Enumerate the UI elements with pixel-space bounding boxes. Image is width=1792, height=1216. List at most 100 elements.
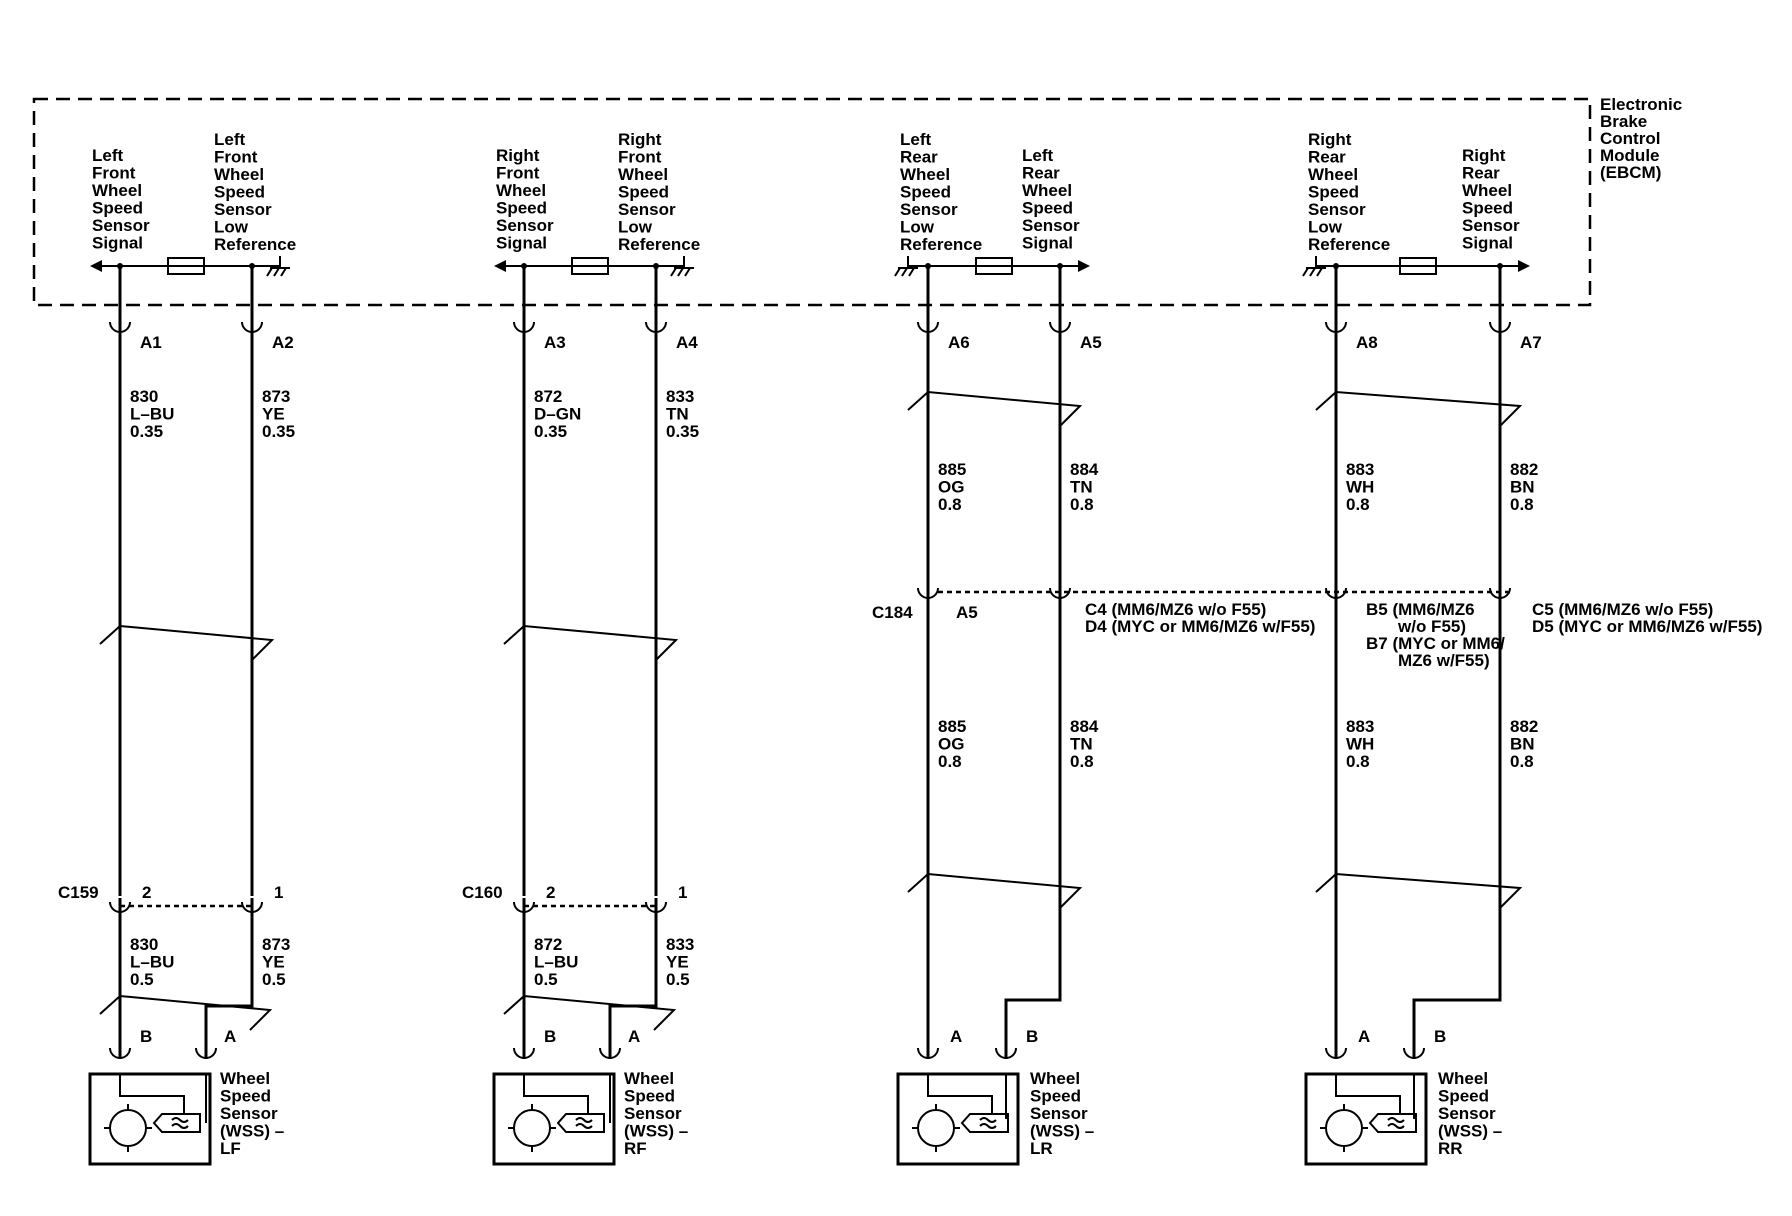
arrow-icon	[1518, 260, 1530, 272]
sensor-coil-icon	[171, 1117, 189, 1129]
c184-pin-2: C4 (MM6/MZ6 w/o F55) D4 (MYC or MM6/MZ6 …	[1085, 600, 1315, 636]
ground-hatch	[1316, 267, 1323, 277]
connector-name: C160	[462, 883, 503, 902]
sensor-pin-label: A	[950, 1027, 962, 1046]
break-symbol	[1315, 872, 1523, 909]
ground-hatch	[1302, 267, 1309, 277]
pin-label: A6	[948, 333, 970, 352]
pin-label: A5	[1080, 333, 1102, 352]
c184-pin-1: A5	[956, 603, 978, 622]
pin-label: A3	[544, 333, 566, 352]
sensor-pickup-icon	[556, 1113, 605, 1133]
ground-hatch	[908, 267, 915, 277]
ebcm-label: Electronic Brake Control Module (EBCM)	[1600, 95, 1687, 182]
break-symbol	[503, 994, 677, 1031]
resistor-icon	[975, 257, 1013, 275]
break-symbol	[907, 872, 1083, 909]
sensor-pin-label: A	[224, 1027, 236, 1046]
sensor-pin-label: B	[1026, 1027, 1038, 1046]
c184-pin-3: B5 (MM6/MZ6 w/o F55) B7 (MYC or MM6/ MZ6…	[1366, 600, 1510, 670]
wire	[204, 913, 254, 1044]
sensor-tone-ring-icon	[109, 1109, 147, 1147]
sensor-body	[88, 1072, 212, 1166]
wire	[1412, 599, 1502, 1044]
connector-pin-label: 2	[142, 883, 151, 902]
sensor-coil-icon	[979, 1117, 997, 1129]
sensor-tone-ring-icon	[917, 1109, 955, 1147]
c184-pin-4: C5 (MM6/MZ6 w/o F55) D5 (MYC or MM6/MZ6 …	[1532, 600, 1762, 636]
c184-name: C184	[872, 603, 913, 622]
ground-hatch	[677, 267, 684, 277]
sensor-body	[1304, 1072, 1428, 1166]
arrow-icon	[494, 260, 506, 272]
ground-hatch	[901, 267, 908, 277]
pin-label: A4	[676, 333, 698, 352]
arrow-icon	[90, 260, 102, 272]
sensor-lead	[119, 1074, 185, 1114]
wire	[608, 913, 658, 1044]
sensor-body	[492, 1072, 616, 1166]
sensor-body	[896, 1072, 1020, 1166]
sensor-coil-icon	[575, 1117, 593, 1129]
ground-hatch	[280, 267, 287, 277]
sensor-pin-label: B	[1434, 1027, 1446, 1046]
sensor-pickup-icon	[1368, 1113, 1417, 1133]
ground-hatch	[894, 267, 901, 277]
break-symbol	[1315, 390, 1523, 427]
sensor-tone-ring-icon	[513, 1109, 551, 1147]
break-symbol	[99, 994, 273, 1031]
break-symbol	[907, 390, 1083, 427]
resistor-icon	[167, 257, 205, 275]
pin-label: A2	[272, 333, 294, 352]
connector-pin-label: 1	[678, 883, 687, 902]
wire	[1004, 599, 1062, 1044]
break-symbol	[503, 624, 679, 661]
pin-label: A7	[1520, 333, 1542, 352]
ground-hatch	[684, 267, 691, 277]
resistor-icon	[571, 257, 609, 275]
sensor-pin-label: B	[544, 1027, 556, 1046]
pin-label: A8	[1356, 333, 1378, 352]
ground-hatch	[266, 267, 273, 277]
pin-label: A1	[140, 333, 162, 352]
sensor-pickup-icon	[960, 1113, 1009, 1133]
sensor-tone-ring-icon	[1325, 1109, 1363, 1147]
connector-name: C159	[58, 883, 99, 902]
ground-hatch	[273, 267, 280, 277]
sensor-lead	[1335, 1074, 1401, 1114]
ground-hatch	[670, 267, 677, 277]
ebcm-boundary	[32, 97, 1592, 307]
connector-pin-label: 2	[546, 883, 555, 902]
sensor-lead	[1413, 1074, 1416, 1119]
connector-pin-label: 1	[274, 883, 283, 902]
sensor-lead	[927, 1074, 993, 1114]
